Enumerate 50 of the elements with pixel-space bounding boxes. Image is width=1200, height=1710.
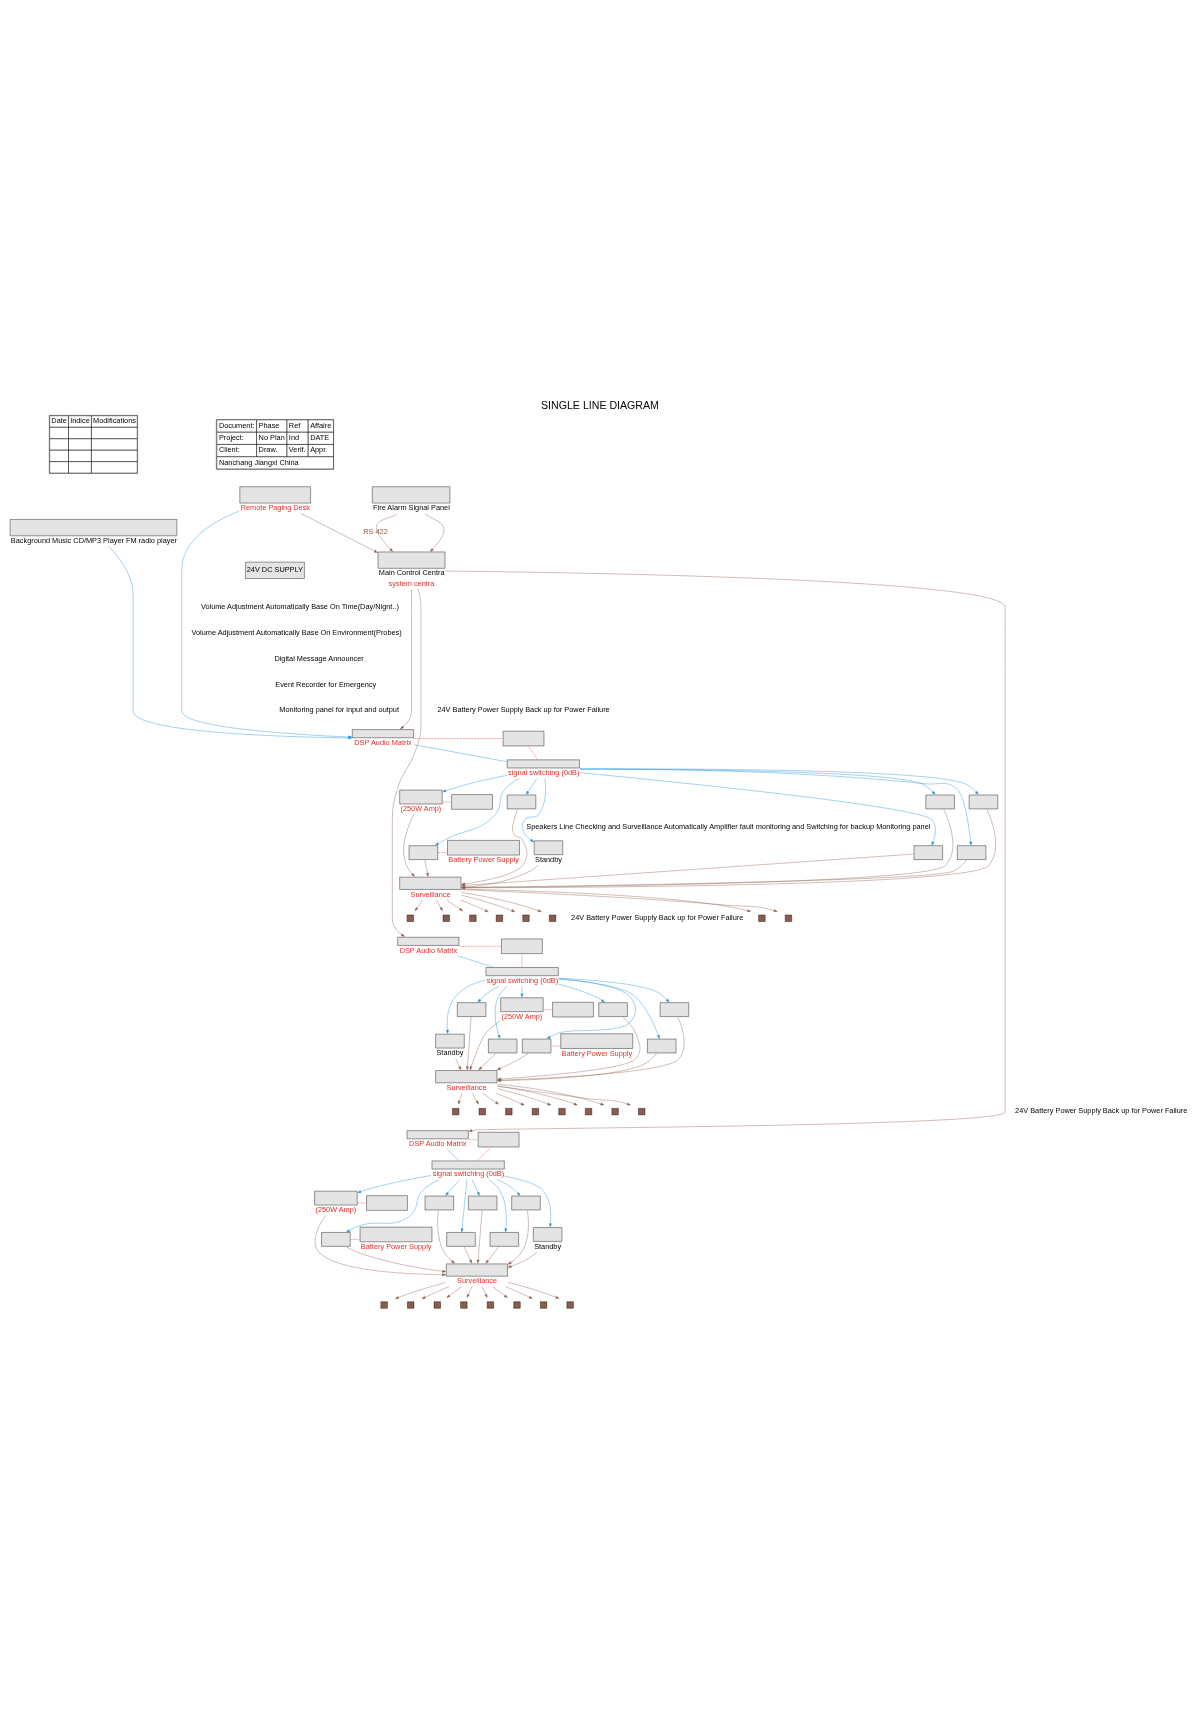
label: Client: xyxy=(218,444,240,454)
label: 24V Battery Power Supply Back up for Power Failure xyxy=(1015,1105,1188,1115)
label: Volume Adjustment Automatically Base On Time(Day/Nignt..) xyxy=(200,601,399,611)
node-label: (250W Amp) xyxy=(501,1011,543,1021)
node-label: system centra xyxy=(388,578,435,588)
label: Event Recorder for Emergency xyxy=(275,679,377,689)
label: Indice xyxy=(70,415,90,425)
node-label: (250W Amp) xyxy=(315,1204,357,1214)
node-label: Standby xyxy=(436,1047,464,1057)
label: Volume Adjustment Automatically Base On Environment(Probes) xyxy=(191,627,402,637)
node-label: Battery Power Supply xyxy=(448,854,519,864)
node-label: Fire Alarm Signal Panel xyxy=(373,502,450,512)
node-label: Surveillance xyxy=(446,1082,487,1092)
node-label: signal switching (0dB) xyxy=(432,1168,505,1178)
label: Phase xyxy=(258,420,280,430)
label: DATE xyxy=(310,432,330,442)
label: Modifications xyxy=(93,415,136,425)
label: Ind xyxy=(288,432,300,442)
label: Verif. xyxy=(288,444,306,454)
label: Appr. xyxy=(310,444,328,454)
node-label: signal switching (0dB) xyxy=(508,767,580,777)
node-label: Main Control Centra xyxy=(378,567,445,577)
diagram-title: SINGLE LINE DIAGRAM xyxy=(541,398,659,411)
node-label: DSP Audio Matrix xyxy=(409,1138,467,1148)
node-label: Surveillance xyxy=(410,889,451,899)
node-label: DSP Audio Matrix xyxy=(399,945,458,955)
node-label: Battery Power Supply xyxy=(561,1048,633,1058)
node-label: (250W Amp) xyxy=(400,803,442,813)
label: Nanchang Jiangxi China xyxy=(218,457,299,467)
node-label: signal switching (0dB) xyxy=(486,975,559,985)
label: Date xyxy=(51,415,67,425)
label: 24V Battery Power Supply Back up for Power Failure xyxy=(437,704,610,714)
node-label: Battery Power Supply xyxy=(360,1241,432,1251)
label: No Plan xyxy=(258,432,285,442)
edge-label: RS 422 xyxy=(363,526,388,536)
node-label: Standby xyxy=(535,854,562,864)
node-label: Background Music CD/MP3 Player FM radio player xyxy=(10,535,177,545)
node-label: Standby xyxy=(534,1241,562,1251)
label: Project: xyxy=(218,432,244,442)
label: Ref xyxy=(288,420,301,430)
label: Draw. xyxy=(258,444,278,454)
label: Speakers Line Checking and Surveillance Automatically Amplifier fault monitoring and Switching for backup Monitoring panel xyxy=(526,821,931,831)
label: Digital Message Announcer xyxy=(274,653,364,663)
label: Monitoring panel for input and output xyxy=(279,704,399,714)
node-label: Remote Paging Desk xyxy=(240,502,311,512)
node-label: Surveillance xyxy=(457,1275,498,1285)
label: Affaire xyxy=(310,420,332,430)
label: Document: xyxy=(218,420,255,430)
node-label: DSP Audio Matrix xyxy=(354,737,412,747)
label: 24V Battery Power Supply Back up for Power Failure xyxy=(571,912,744,922)
